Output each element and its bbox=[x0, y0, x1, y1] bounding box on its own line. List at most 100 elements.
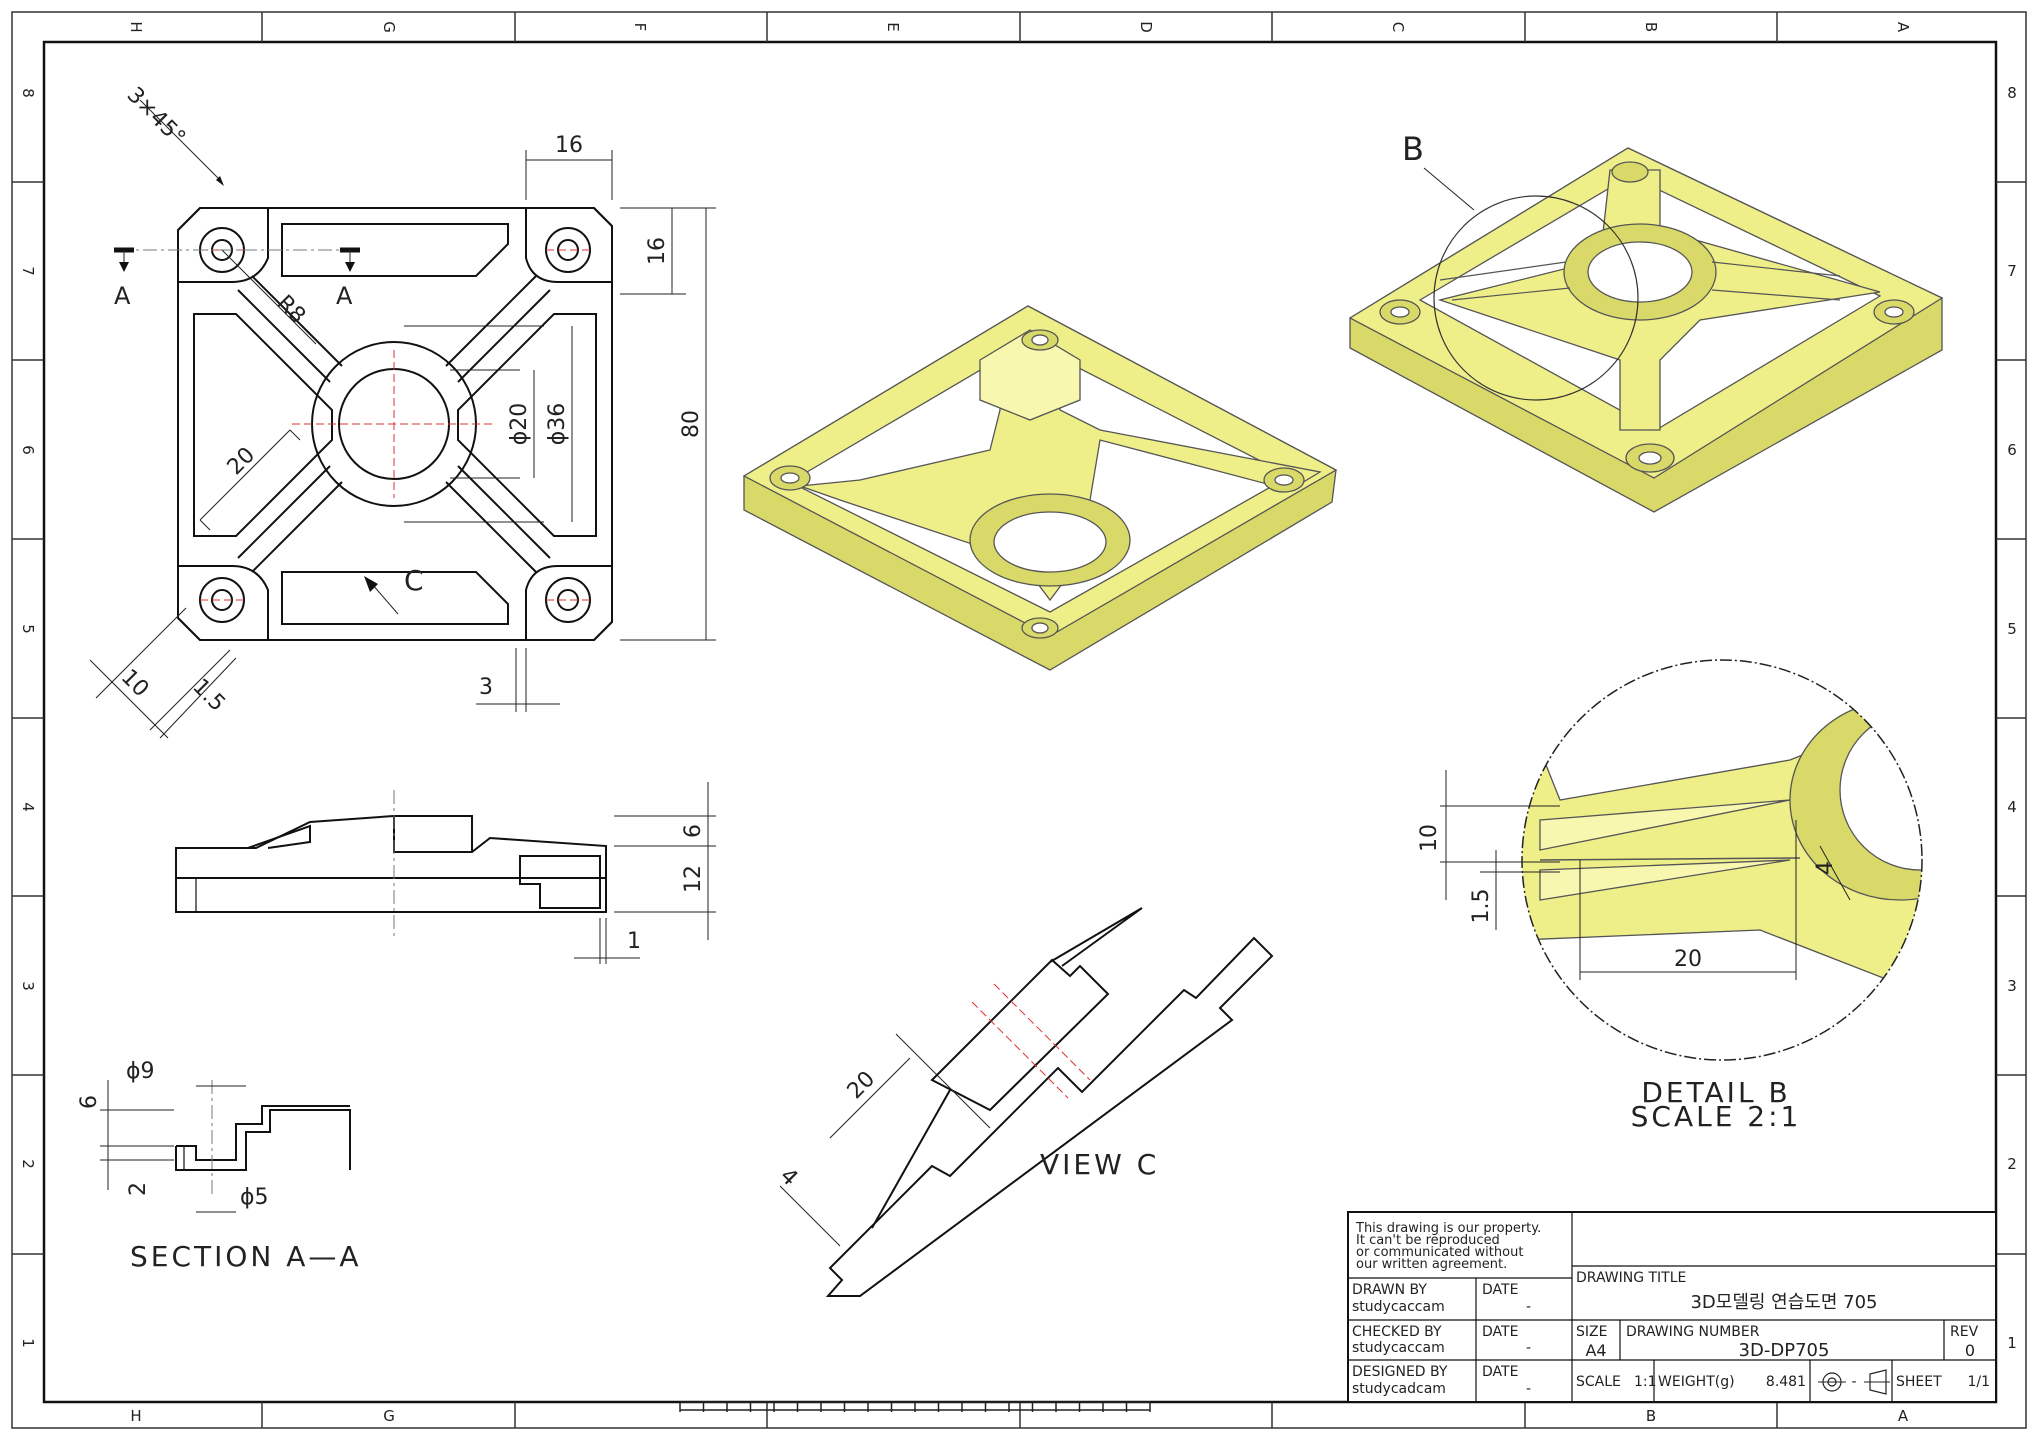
section-a-a: ϕ9 6 2 ϕ5 SECTION A—A bbox=[77, 1059, 362, 1273]
checked-by-label: CHECKED BY bbox=[1352, 1324, 1442, 1340]
zone-col-top: G bbox=[380, 21, 398, 33]
detail-b-circle bbox=[1433, 195, 1639, 401]
detail-dim-20: 20 bbox=[1674, 947, 1702, 972]
dim-phi20: ϕ20 bbox=[507, 403, 532, 446]
drawn-by-value: studycaccam bbox=[1352, 1299, 1445, 1315]
zone-col-top: E bbox=[884, 22, 902, 31]
zone-col-top: D bbox=[1137, 21, 1155, 33]
scale-label: SCALE bbox=[1576, 1374, 1621, 1390]
dim-6: 6 bbox=[77, 1095, 102, 1109]
zone-row-right: 8 bbox=[2007, 84, 2017, 102]
zone-row-left: 1 bbox=[19, 1338, 37, 1348]
drawing-number-label: DRAWING NUMBER bbox=[1626, 1324, 1760, 1340]
detail-dim-1-5: 1.5 bbox=[1469, 889, 1494, 924]
checked-date-value: - bbox=[1526, 1340, 1531, 1356]
view-c-arrow-label: C bbox=[404, 564, 424, 597]
dim-12: 12 bbox=[681, 865, 706, 893]
dim-3: 3 bbox=[479, 675, 493, 700]
zone-row-left: 5 bbox=[19, 624, 37, 634]
designed-by-label: DESIGNED BY bbox=[1352, 1364, 1448, 1380]
dim-80: 80 bbox=[679, 410, 704, 438]
detail-callout: B bbox=[1402, 130, 1424, 168]
zone-row-left: 7 bbox=[19, 266, 37, 276]
size-value: A4 bbox=[1585, 1341, 1606, 1360]
view-c: 20 4 VIEW C bbox=[775, 907, 1274, 1297]
zone-grid bbox=[12, 12, 2026, 1428]
drawing-number: 3D-DP705 bbox=[1739, 1340, 1830, 1361]
detail-b: 10 1.5 20 4 DETAIL B SCALE 2:1 bbox=[1417, 659, 1923, 1133]
zone-row-left: 8 bbox=[19, 88, 37, 98]
scale-value: 1:1 bbox=[1634, 1374, 1657, 1390]
zone-row-right: 3 bbox=[2007, 977, 2017, 995]
dim-10: 10 bbox=[116, 665, 153, 702]
detail-dim-10: 10 bbox=[1417, 824, 1442, 852]
front-view: 6 12 1 bbox=[175, 782, 716, 964]
chamfer-dim: 3×45° bbox=[122, 83, 190, 151]
designed-by-value: studycadcam bbox=[1352, 1381, 1446, 1397]
zone-row-left: 6 bbox=[19, 445, 37, 455]
dim-phi36: ϕ36 bbox=[545, 403, 570, 446]
projection-separator: - bbox=[1851, 1374, 1856, 1390]
zone-row-right: 5 bbox=[2007, 620, 2017, 638]
section-label: SECTION A—A bbox=[130, 1240, 362, 1273]
scale-ruler bbox=[679, 1401, 1151, 1412]
rev-value: 0 bbox=[1965, 1341, 1975, 1360]
title-block: This drawing is our property. It can't b… bbox=[1347, 1211, 1997, 1403]
zone-col-bottom: A bbox=[1898, 1407, 1909, 1425]
detail-dim-4: 4 bbox=[1813, 861, 1838, 875]
drawing-title: 3D모델링 연습도면 705 bbox=[1690, 1292, 1877, 1313]
section-mark-left: A bbox=[114, 282, 131, 310]
section-mark-right: A bbox=[336, 282, 353, 310]
zone-row-left: 3 bbox=[19, 981, 37, 991]
zone-row-left: 4 bbox=[19, 802, 37, 812]
zone-col-top: F bbox=[631, 23, 649, 32]
view-c-label: VIEW C bbox=[1040, 1148, 1159, 1181]
zone-col-top: B bbox=[1642, 22, 1660, 32]
zone-row-right: 6 bbox=[2007, 441, 2017, 459]
zone-labels: H G F E D C B A H G B A 8 7 6 5 4 3 2 1 … bbox=[19, 21, 2017, 1425]
designed-date-label: DATE bbox=[1482, 1364, 1518, 1380]
zone-row-right: 4 bbox=[2007, 798, 2017, 816]
rev-label: REV bbox=[1950, 1324, 1979, 1340]
detail-title: DETAIL B bbox=[1641, 1076, 1790, 1109]
zone-col-top: H bbox=[127, 21, 145, 32]
notice-line-2: It can't be reproduced bbox=[1356, 1233, 1500, 1248]
notice-line-4: our written agreement. bbox=[1356, 1257, 1507, 1272]
iso-view-bottom bbox=[742, 305, 1338, 671]
drawn-by-label: DRAWN BY bbox=[1352, 1282, 1427, 1298]
outer-border bbox=[11, 11, 2027, 1429]
checked-by-value: studycaccam bbox=[1352, 1340, 1445, 1356]
dim-phi9: ϕ9 bbox=[126, 1059, 155, 1084]
sheet-value: 1/1 bbox=[1967, 1374, 1990, 1390]
weight-value: 8.481 bbox=[1766, 1374, 1806, 1390]
zone-col-bottom: B bbox=[1646, 1407, 1656, 1425]
zone-col-top: A bbox=[1894, 22, 1912, 33]
dim-r8: R8 bbox=[272, 291, 310, 329]
detail-scale: SCALE 2:1 bbox=[1631, 1100, 1802, 1133]
zone-col-bottom: G bbox=[383, 1407, 395, 1425]
zone-col-top: C bbox=[1389, 22, 1407, 32]
sheet-label: SHEET bbox=[1896, 1374, 1942, 1390]
dim-2: 2 bbox=[126, 1182, 151, 1196]
designed-date-value: - bbox=[1526, 1381, 1531, 1397]
zone-col-bottom: H bbox=[130, 1407, 141, 1425]
dim-20: 20 bbox=[843, 1067, 880, 1104]
dim-4: 4 bbox=[775, 1164, 803, 1192]
dim-16-top: 16 bbox=[555, 133, 583, 158]
zone-row-left: 2 bbox=[19, 1159, 37, 1169]
iso-view-top: B bbox=[1348, 130, 1944, 513]
dim-phi5: ϕ5 bbox=[240, 1185, 269, 1210]
notice-line-1: This drawing is our property. bbox=[1355, 1221, 1541, 1236]
size-label: SIZE bbox=[1576, 1324, 1607, 1340]
top-view: A A 3×45° 16 16 80 R8 ϕ20 ϕ36 bbox=[89, 83, 716, 739]
notice-line-3: or communicated without bbox=[1356, 1245, 1523, 1260]
zone-row-right: 1 bbox=[2007, 1334, 2017, 1352]
drawing-title-label: DRAWING TITLE bbox=[1576, 1270, 1686, 1286]
zone-row-right: 7 bbox=[2007, 262, 2017, 280]
dim-6: 6 bbox=[681, 824, 706, 838]
projection-symbol-icon bbox=[1818, 1369, 1890, 1395]
drawn-date-label: DATE bbox=[1482, 1282, 1518, 1298]
dim-1-5: 1.5 bbox=[187, 674, 229, 716]
dim-1: 1 bbox=[627, 929, 641, 954]
